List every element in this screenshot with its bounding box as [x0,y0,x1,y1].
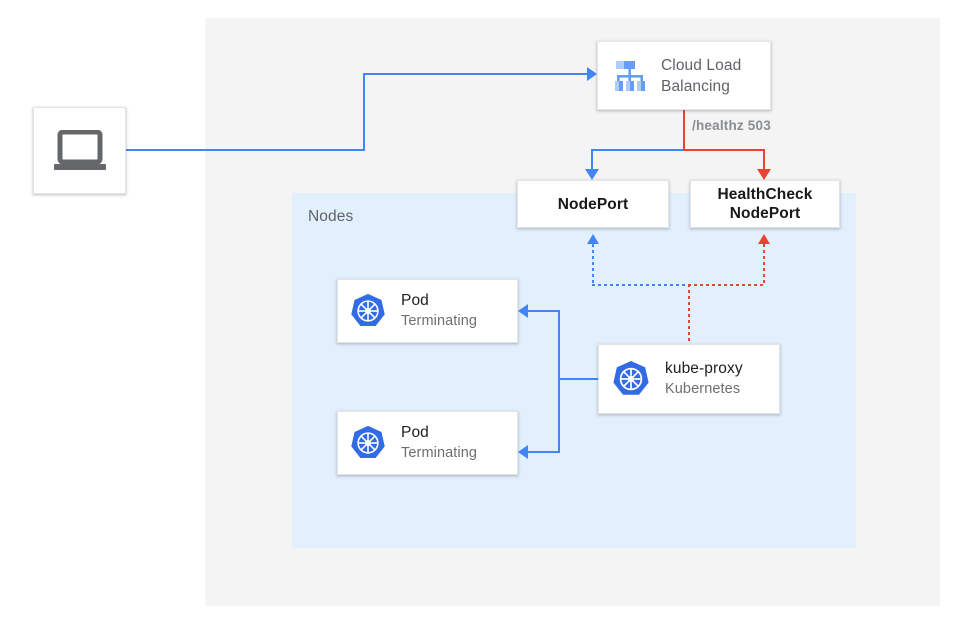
edge-lb-to-nodeport-arrowhead [585,169,599,180]
edge-bus-to-pod1-h [528,310,560,312]
edge-bus-to-pod1-arrowhead [518,304,528,318]
pod-2-title: Pod [401,424,429,441]
client-device-card[interactable] [33,107,126,194]
kubernetes-icon [351,293,385,327]
healthcheck-nodeport-label: HealthCheck NodePort [718,185,813,223]
kube-proxy-card[interactable]: kube-proxy Kubernetes [598,344,780,414]
edge-kubeproxy-bus-h [558,378,600,380]
pod-card-2[interactable]: Pod Terminating [337,411,518,475]
edge-bus-to-pod2-arrowhead [518,445,528,459]
edge-kubeproxy-to-nodeport-arrowhead [587,234,599,244]
kube-proxy-title: kube-proxy [665,360,743,377]
edge-kubeproxy-healthcheck-dotted-stem [688,284,690,346]
edge-client-to-lb-h2 [363,73,589,75]
edge-kubeproxy-healthcheck-dotted-h [688,284,765,286]
pod-card-1[interactable]: Pod Terminating [337,279,518,343]
cloud-lb-label-line2: Balancing [661,77,730,95]
pod-1-status: Terminating [401,313,478,329]
kubernetes-icon [351,425,385,459]
kube-proxy-subtitle: Kubernetes [665,381,741,397]
edge-kubeproxy-healthcheck-dotted-v [763,244,765,286]
edge-kubeproxy-bus-v [558,310,560,452]
kube-proxy-labels: kube-proxy Kubernetes [665,359,743,399]
edge-bus-to-pod2-h [528,451,560,453]
edge-client-to-lb-v [363,73,365,151]
edge-lb-to-nodeport-v [591,149,593,171]
cloud-lb-label-line1: Cloud Load [661,56,742,74]
pod-1-labels: Pod Terminating [401,291,477,331]
edge-lb-to-healthcheck-arrowhead [757,169,771,180]
edge-client-to-lb-h1 [126,149,365,151]
nodeport-card[interactable]: NodePort [517,180,669,228]
kubernetes-icon [613,361,649,395]
healthcheck-label-line1: HealthCheck [717,186,813,203]
edge-lb-to-nodeport-h [591,149,684,151]
healthcheck-label-line2: NodePort [729,205,801,222]
edge-kubeproxy-healthcheck-arrowhead [758,234,770,244]
nodeport-label: NodePort [557,195,629,213]
pod-2-labels: Pod Terminating [401,423,477,463]
pod-1-title: Pod [401,292,429,309]
edge-kubeproxy-to-nodeport-dotted-v [592,244,594,286]
nodes-group-label: Nodes [308,208,354,225]
healthcheck-nodeport-card[interactable]: HealthCheck NodePort [690,180,840,228]
cloud-load-balancing-card[interactable]: Cloud Load Balancing [597,41,771,110]
pod-2-status: Terminating [401,445,478,461]
cloud-load-balancing-label: Cloud Load Balancing [661,55,741,97]
edge-lb-to-healthcheck-v [763,149,765,171]
edge-lb-to-healthcheck-h [683,149,765,151]
healthz-status-label: /healthz 503 [692,118,771,133]
load-balancer-hierarchy-icon [615,60,645,91]
edge-kubeproxy-to-nodeport-dotted-h [592,284,694,286]
laptop-icon [53,129,106,170]
edge-client-to-lb-arrowhead [587,67,597,81]
edge-lb-healthz-stem [683,110,685,151]
